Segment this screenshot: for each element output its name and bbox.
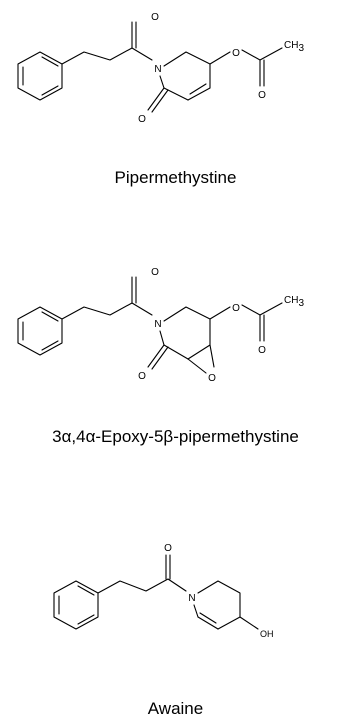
name-pipermethystine: Pipermethystine: [114, 168, 237, 187]
atom-o-top: O: [164, 543, 172, 554]
atom-n: N: [154, 64, 161, 75]
propyl-chain: [97, 578, 187, 594]
molecule-awaine: O N OH Awaine: [0, 525, 351, 723]
benzene-ring: [17, 51, 63, 101]
molecule-epoxy-pipermethystine: O N O O O O CH3 3α,4α-Epoxy-5β-pipermeth…: [0, 255, 351, 485]
benzene-ring: [53, 580, 99, 630]
propyl-chain: [61, 302, 153, 320]
atom-o-ring: O: [138, 114, 146, 125]
atom-o-top: O: [151, 267, 159, 278]
atom-ch3: CH3: [284, 40, 304, 54]
atom-oh: OH: [260, 629, 274, 639]
name-epoxy-pipermethystine: 3α,4α-Epoxy-5β-pipermethystine: [52, 427, 299, 446]
atom-o-ester: O: [232, 48, 240, 59]
atom-o-top: O: [151, 12, 159, 23]
atom-o-epoxide: O: [208, 373, 216, 384]
molecule-pipermethystine: O N O O O CH3 Pipermethystine: [0, 0, 351, 200]
atom-n: N: [188, 593, 195, 604]
atom-o-ring: O: [138, 371, 146, 382]
atom-o-acyl: O: [258, 345, 266, 356]
atom-n: N: [154, 319, 161, 330]
atom-o-ester: O: [232, 303, 240, 314]
name-awaine: Awaine: [147, 699, 204, 718]
propyl-chain: [61, 47, 153, 65]
structure-epoxy-pipermethystine: O N O O O O CH3: [17, 267, 304, 384]
structure-pipermethystine: O N O O O CH3: [17, 12, 304, 125]
benzene-ring: [17, 306, 63, 356]
structure-awaine: O N OH: [53, 543, 274, 639]
atom-ch3: CH3: [284, 295, 304, 309]
atom-o-acyl: O: [258, 90, 266, 101]
